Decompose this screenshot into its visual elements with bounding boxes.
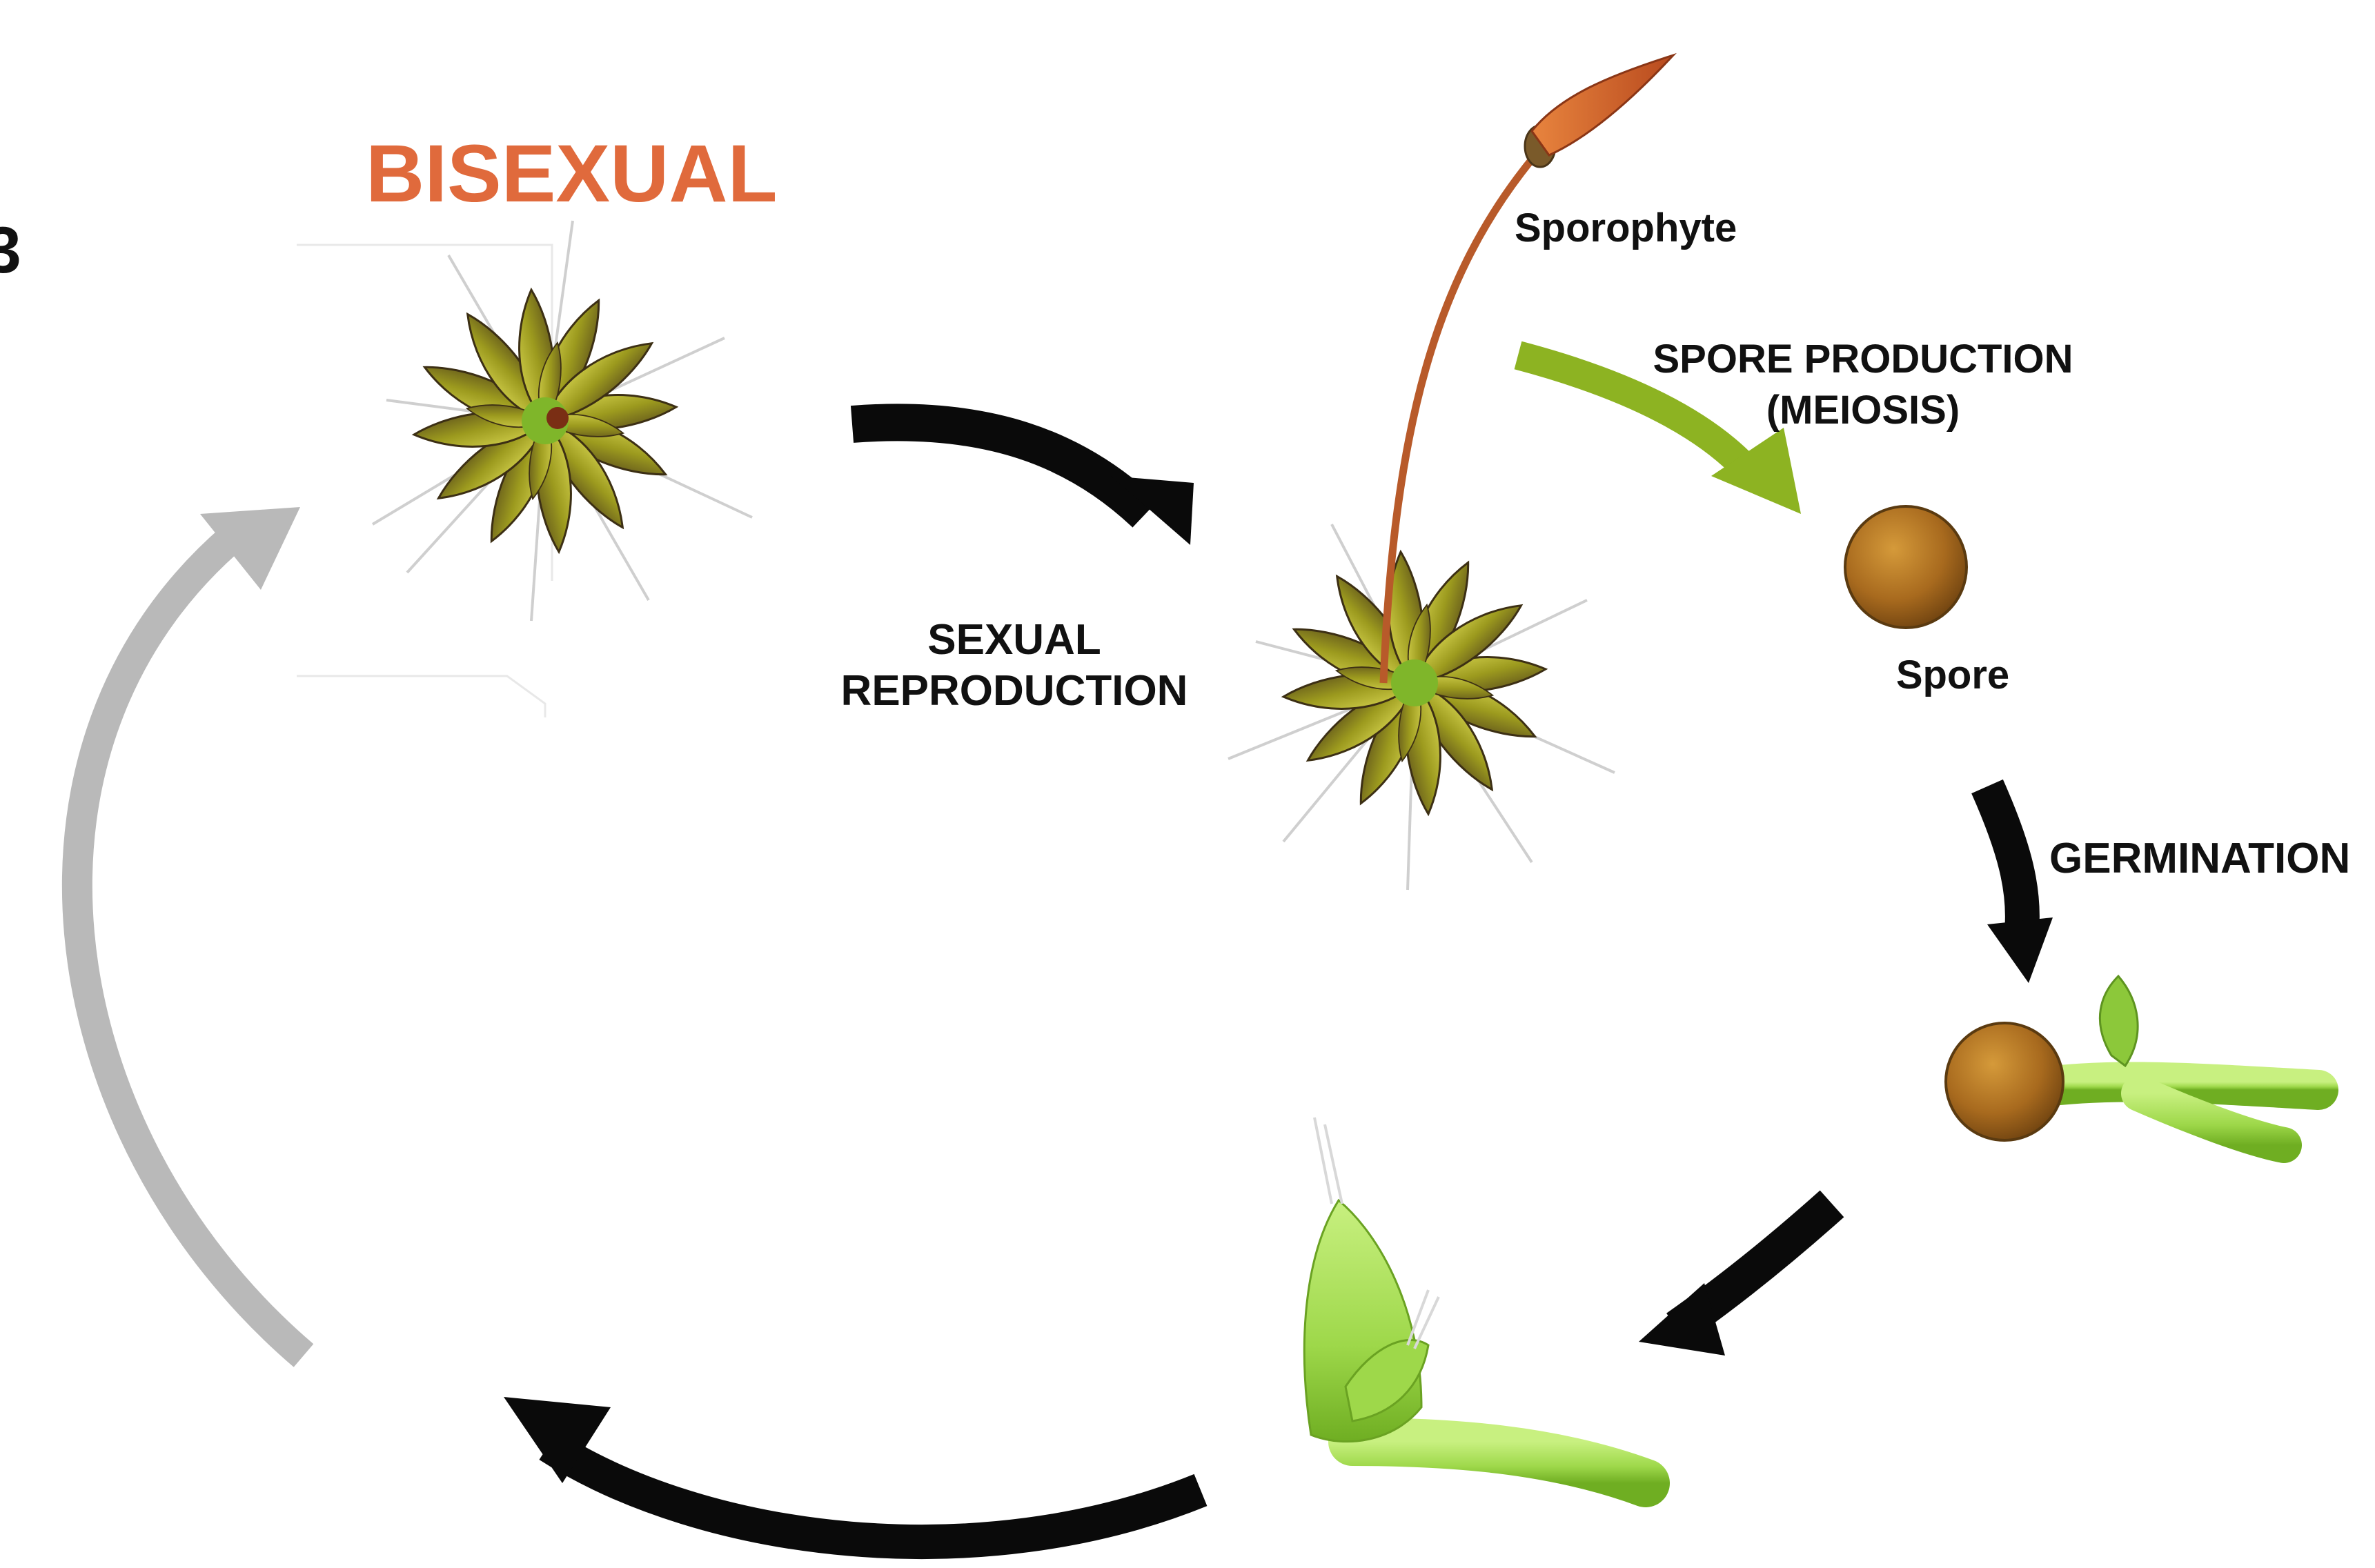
young-gametophyte-bud	[1304, 1118, 1646, 1483]
label-sexual-reproduction-1: SEXUAL	[927, 616, 1101, 664]
gray-return-arrow	[77, 507, 304, 1356]
arrow-germination	[1987, 786, 2053, 983]
arrow-to-young-gametophyte	[1639, 1204, 1832, 1356]
label-germination: GERMINATION	[2049, 835, 2350, 882]
label-spore: Spore	[1896, 653, 2009, 697]
germinating-spore-protonema	[1946, 976, 2318, 1145]
spore-illustration	[1845, 506, 1967, 628]
label-spore-production-1: SPORE PRODUCTION	[1653, 337, 2073, 381]
label-sexual-reproduction-2: REPRODUCTION	[841, 667, 1188, 715]
label-spore-production-2: (MEIOSIS)	[1766, 388, 1960, 433]
bisexual-gametophyte-plant	[373, 221, 752, 621]
sporophyte-capsule	[1525, 55, 1673, 167]
label-sporophyte: Sporophyte	[1515, 206, 1737, 250]
arrow-sexual-reproduction	[852, 422, 1194, 545]
arrow-to-adult-gametophyte	[504, 1397, 1201, 1542]
gametophyte-with-sporophyte	[1228, 55, 1673, 890]
edge-glyph: 3	[0, 214, 21, 287]
diagram-title: BISEXUAL	[366, 128, 778, 219]
